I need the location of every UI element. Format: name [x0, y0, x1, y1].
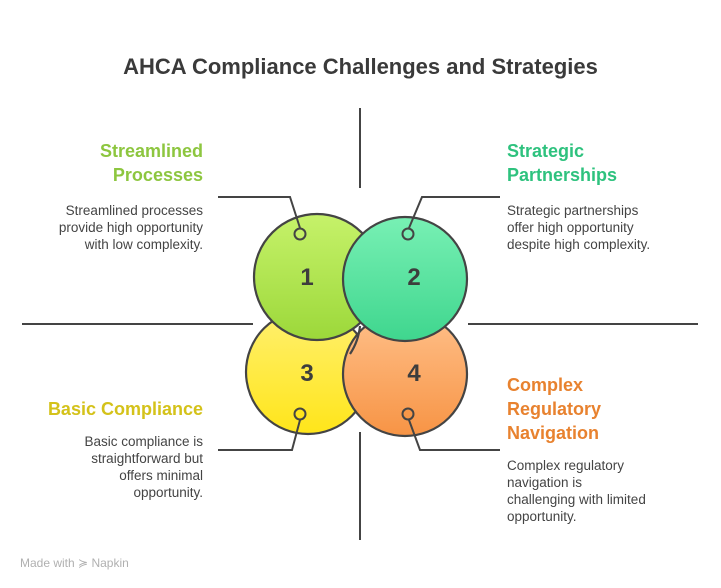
page-title: AHCA Compliance Challenges and Strategie…: [123, 54, 598, 79]
number-4: 4: [407, 360, 421, 387]
napkin-logo-icon: ≽: [78, 556, 89, 570]
number-3: 3: [300, 360, 313, 387]
axes: [22, 108, 698, 540]
connectors: [218, 196, 500, 451]
footer-brand: Napkin: [91, 556, 129, 570]
number-2: 2: [407, 264, 420, 291]
heading-basic-compliance: Basic Compliance: [47, 399, 203, 419]
footer-label: Made with: [20, 556, 75, 570]
circle-2: [341, 215, 469, 343]
number-1: 1: [300, 264, 313, 291]
made-with-napkin[interactable]: Made with ≽ Napkin: [20, 556, 129, 570]
